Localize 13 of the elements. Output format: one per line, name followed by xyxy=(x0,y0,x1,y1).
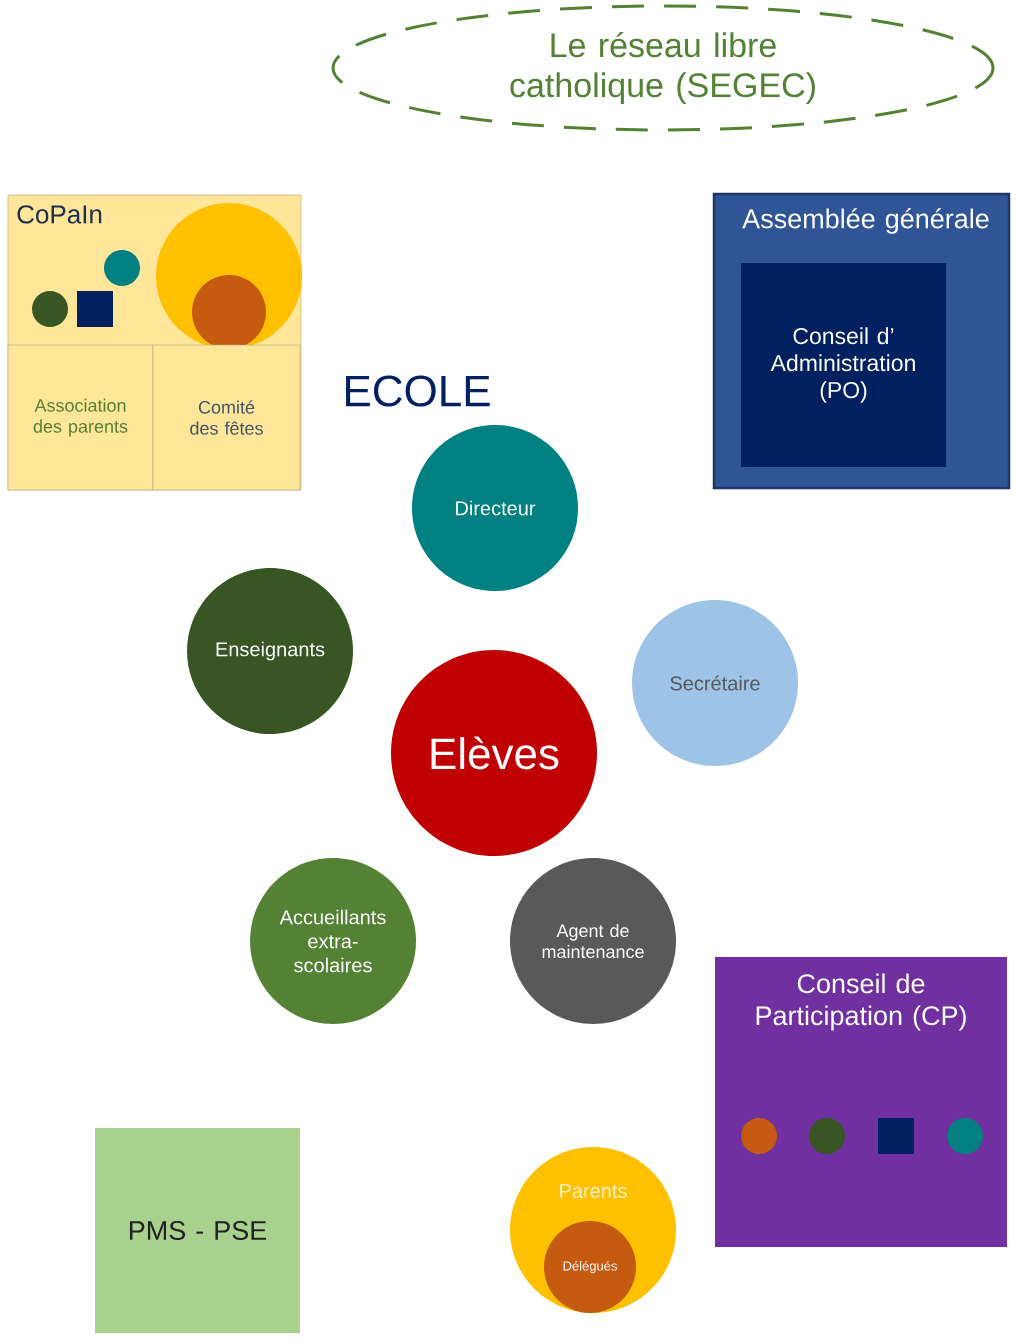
group-box: Association des parents xyxy=(7,344,154,491)
group-box: Comité des fêtes xyxy=(152,344,301,491)
group-box: Conseil d’ Administration (PO) xyxy=(741,263,946,467)
dot-icon xyxy=(947,1118,983,1154)
square-icon xyxy=(878,1118,914,1154)
dot-icon xyxy=(741,1118,777,1154)
square-icon xyxy=(77,291,113,327)
group-box: PMS - PSE xyxy=(95,1128,300,1333)
dot-icon xyxy=(809,1118,845,1154)
dot-icon xyxy=(104,250,140,286)
dot-icon xyxy=(32,291,68,327)
group-box: Conseil de Participation (CP) xyxy=(715,957,1007,1247)
heading: ECOLE xyxy=(346,375,490,407)
